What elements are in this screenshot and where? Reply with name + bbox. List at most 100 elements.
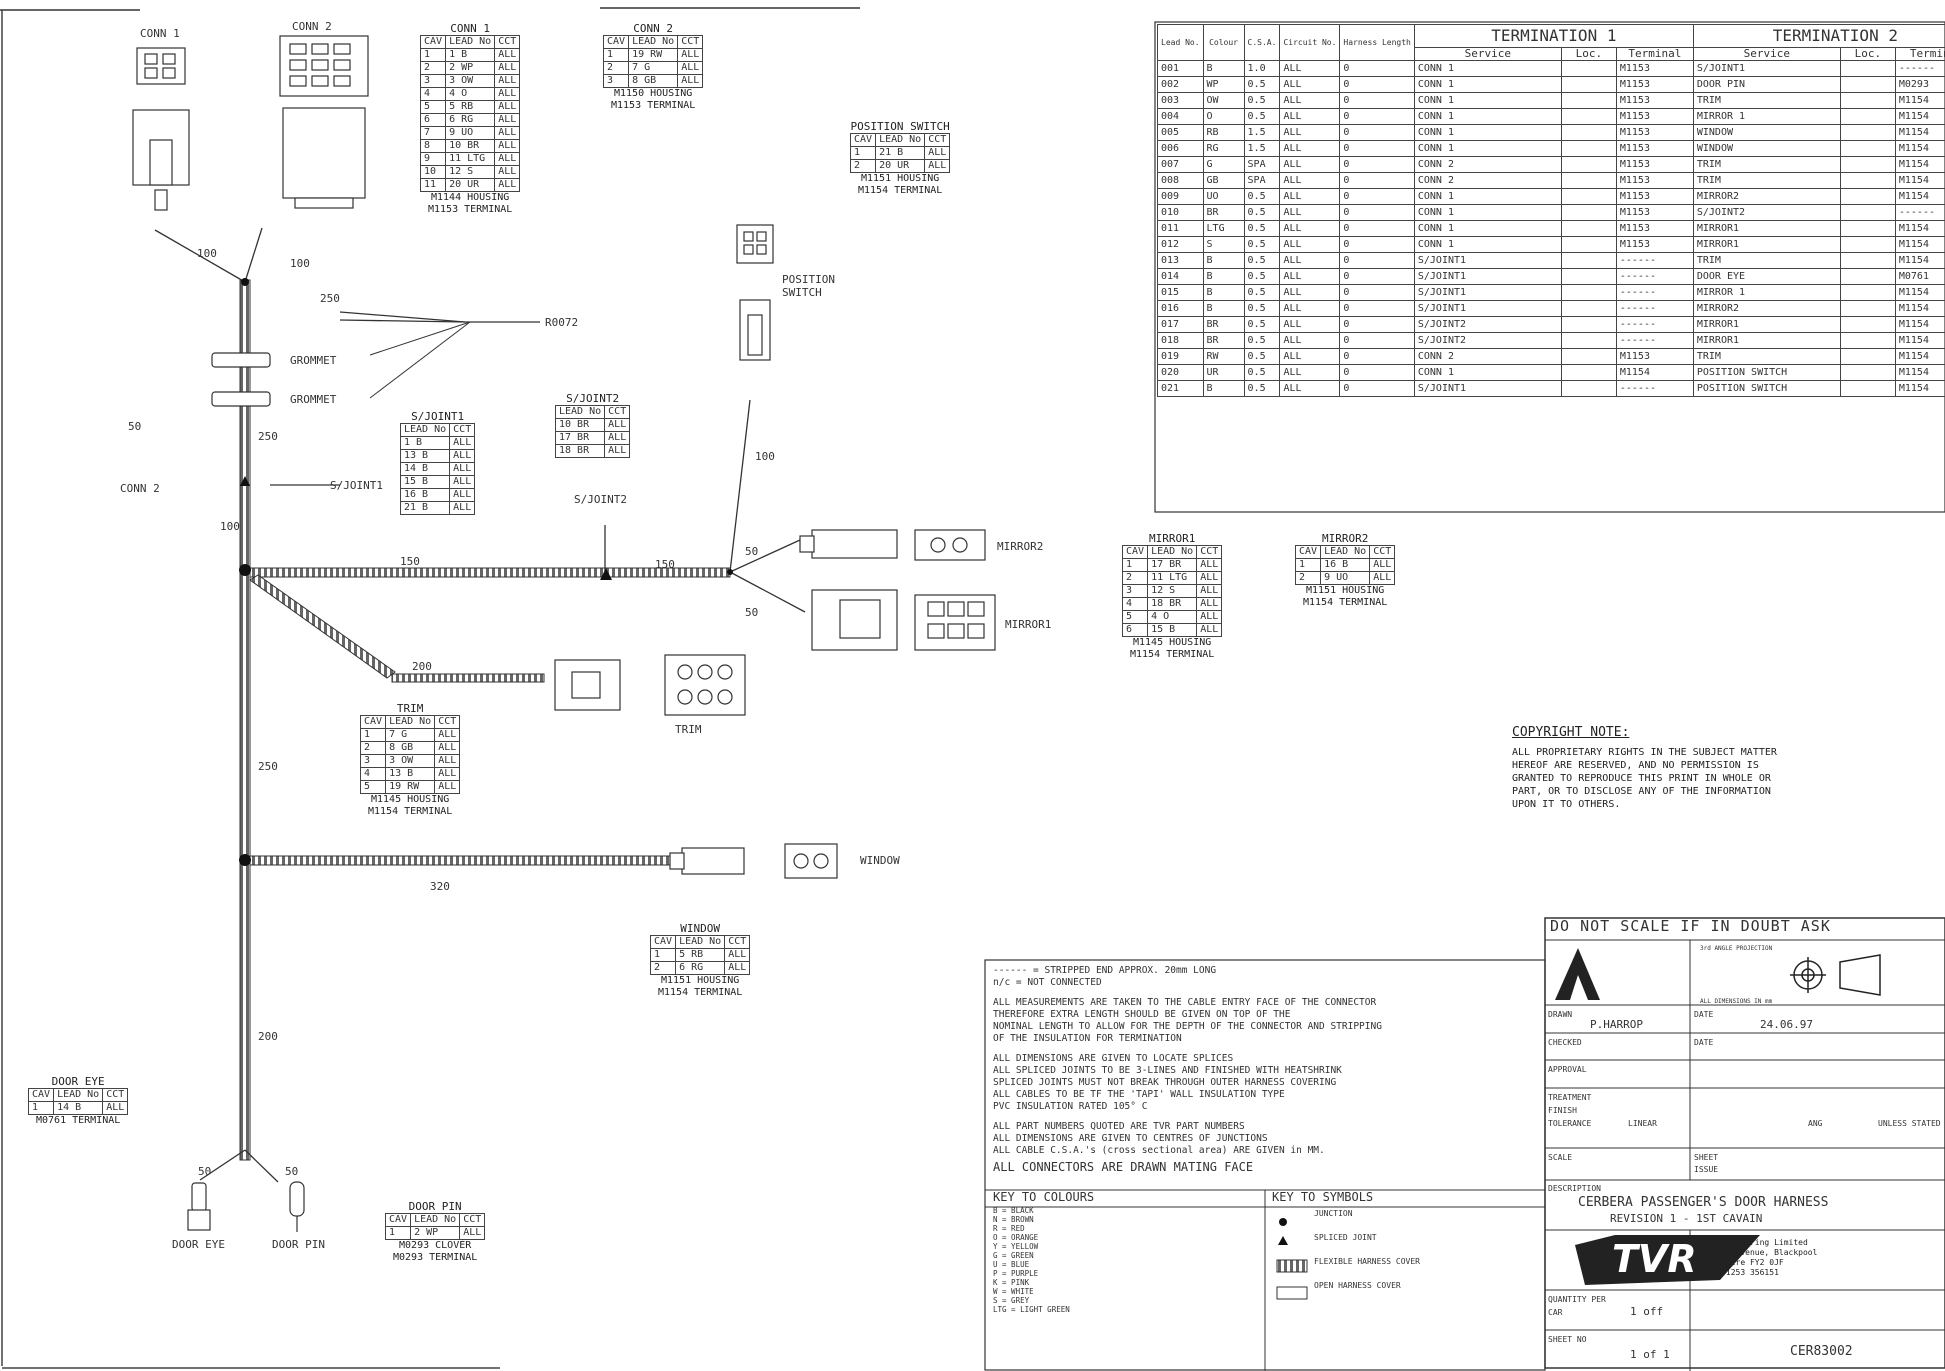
lead-table-cell: POSITION SWITCH [1692, 364, 1841, 381]
lead-table-cell: 0.5 [1243, 220, 1281, 237]
table-header-cell: LEAD No [399, 423, 451, 437]
lead-table-cell [1560, 236, 1617, 253]
table-cell: 6 RG [445, 113, 496, 127]
lead-table-cell [1560, 348, 1617, 365]
mirror2-table-caption: M1151 HOUSING M1154 TERMINAL [1302, 585, 1388, 608]
window-table-caption: M1151 HOUSING M1154 TERMINAL [657, 975, 743, 998]
lead-table-cell: 0 [1339, 332, 1415, 349]
lead-table-cell: 0 [1339, 316, 1415, 333]
lead-table-cell: M1153 [1615, 172, 1694, 189]
mirror2-connector-drawing [799, 529, 986, 561]
lead-table-cell: CONN 1 [1413, 60, 1562, 77]
drawing-number: CER83002 [1790, 1344, 1853, 1359]
lead-table-cell: 017 [1157, 316, 1204, 333]
symbol-key-line: OPEN HARNESS COVER [1314, 1281, 1401, 1290]
table-cell: ALL [1196, 623, 1223, 637]
lead-table-cell: S/JOINT1 [1413, 268, 1562, 285]
table-cell: 9 UO [1320, 571, 1371, 585]
conn2-label: CONN 2 [292, 20, 332, 33]
dimension: 50 [128, 420, 142, 433]
lead-table-cell: M1154 [1615, 364, 1694, 381]
note-line [993, 989, 1538, 997]
lead-table-cell: M1154 [1894, 332, 1945, 349]
lead-table-cell: 1.5 [1243, 140, 1281, 157]
lead-table-cell: ALL [1279, 268, 1341, 285]
lead-table-cell: 0.5 [1243, 300, 1281, 317]
lead-table-cell: 001 [1157, 60, 1204, 77]
sheet-no-value: 1 of 1 [1630, 1348, 1670, 1361]
lead-table-cell [1839, 220, 1896, 237]
finish-label: FINISH [1548, 1106, 1577, 1115]
grommet-label-2: GROMMET [290, 393, 337, 406]
lead-table-cell: 0.5 [1243, 364, 1281, 381]
table-cell: 8 [419, 139, 447, 153]
trim-label: TRIM [675, 723, 702, 736]
table-cell: 1 [602, 48, 630, 62]
lead-table-cell: ALL [1279, 284, 1341, 301]
lead-table-cell: 0.5 [1243, 188, 1281, 205]
lead-table-cell: ALL [1279, 348, 1341, 365]
table-cell: 21 B [875, 146, 926, 160]
table-cell: 15 B [399, 475, 451, 489]
key-symbols-title: KEY TO SYMBOLS [1272, 1190, 1374, 1204]
window-label: WINDOW [860, 854, 900, 867]
table-cell: 5 [1121, 610, 1149, 624]
table-cell: ALL [677, 61, 704, 75]
table-cell: 5 [419, 100, 447, 114]
table-cell: 4 O [1147, 610, 1198, 624]
table-header-cell: CAV [649, 935, 677, 949]
lead-table-cell: CONN 2 [1413, 156, 1562, 173]
table-cell: ALL [604, 418, 631, 432]
lead-table-cell: BR [1202, 316, 1245, 333]
table-cell: 7 G [385, 728, 436, 742]
lead-table-cell: UR [1202, 364, 1245, 381]
table-cell: 7 G [628, 61, 679, 75]
table-cell: 2 [359, 741, 387, 755]
table-cell: 6 RG [675, 961, 726, 975]
lead-table-cell [1839, 364, 1896, 381]
colour-key-line: W = WHITE [993, 1287, 1034, 1296]
col-terminal-1: Terminal [1615, 47, 1694, 61]
lead-table-cell: 0 [1339, 76, 1415, 93]
lead-table-cell: B [1202, 252, 1245, 269]
table-cell: ALL [449, 475, 476, 489]
company-line: Lancashire FY2 0JF [1697, 1258, 1784, 1267]
dimension: 200 [258, 1030, 278, 1043]
table-cell: ALL [1196, 584, 1223, 598]
lead-table-cell: TRIM [1692, 348, 1841, 365]
lead-table-cell: 1.0 [1243, 60, 1281, 77]
position-switch-drawing [736, 224, 774, 361]
table-cell: ALL [924, 159, 951, 173]
table-header-cell: CCT [604, 405, 631, 419]
doorpin-table-title: DOOR PIN [408, 1200, 462, 1213]
lead-table-cell [1839, 204, 1896, 221]
table-cell: 2 [1121, 571, 1149, 585]
copyright-note: COPYRIGHT NOTE: ALL PROPRIETARY RIGHTS I… [1512, 725, 1932, 811]
table-cell: 17 BR [1147, 558, 1198, 572]
lead-table-cell: 009 [1157, 188, 1204, 205]
table-cell: 1 [1121, 558, 1149, 572]
lead-table-cell: M1154 [1894, 140, 1945, 157]
lead-table-cell: ------ [1894, 60, 1945, 77]
lead-table-cell: 0 [1339, 300, 1415, 317]
table-cell: 14 B [53, 1101, 104, 1115]
lead-table-cell: M1153 [1615, 348, 1694, 365]
table-header-cell: LEAD No [385, 715, 436, 729]
note-line: OF THE INSULATION FOR TERMINATION [993, 1033, 1182, 1044]
termination1-header: TERMINATION 1 [1413, 24, 1694, 48]
trim-table-title: TRIM [396, 702, 424, 715]
termination2-header: TERMINATION 2 [1692, 24, 1945, 48]
symbol-key-line: SPLICED JOINT [1314, 1233, 1377, 1242]
